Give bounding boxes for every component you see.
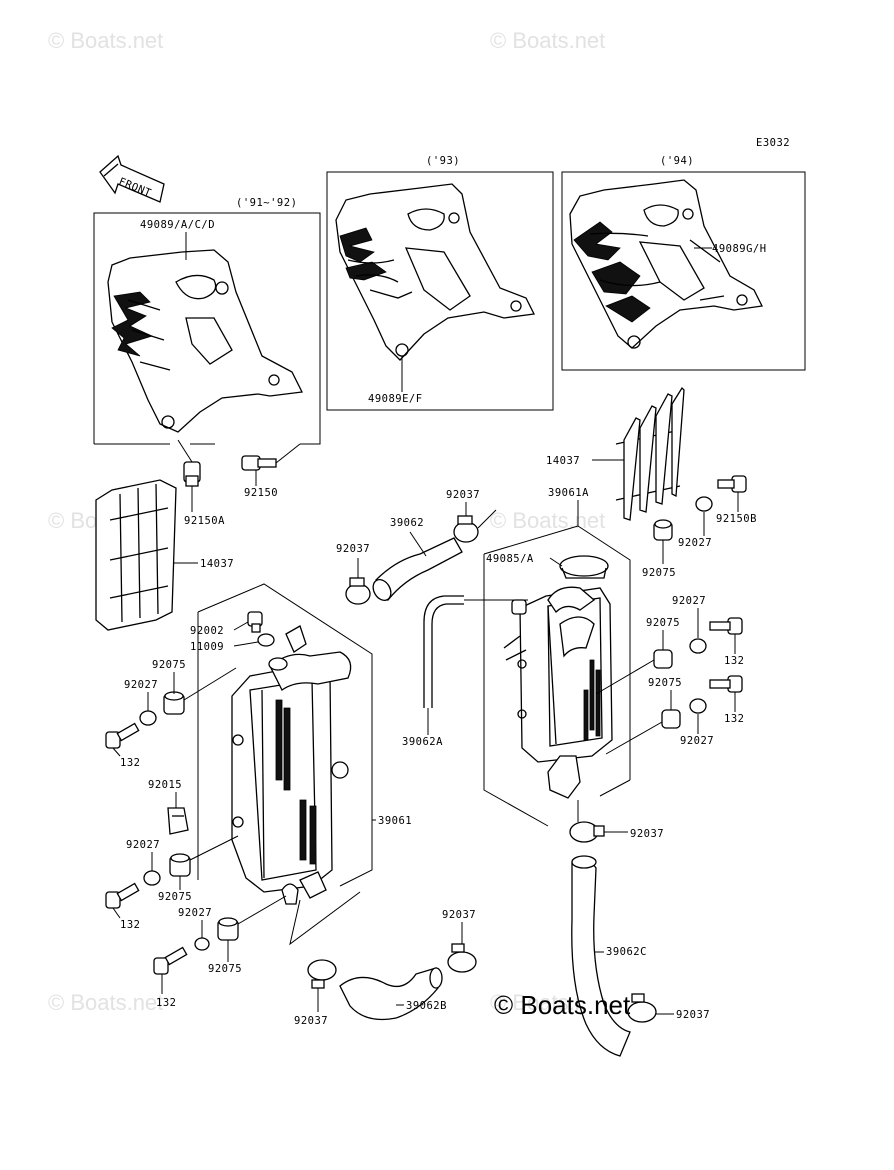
label-92150b: 92150B bbox=[716, 513, 757, 525]
watermark: © Boats.net bbox=[490, 28, 605, 53]
clamp-92037-mid: 92037 bbox=[569, 800, 664, 843]
label-92027-l2: 92027 bbox=[126, 839, 160, 851]
grommet-92075-r3: 92075 bbox=[605, 677, 682, 755]
label-132-l2: 132 bbox=[120, 919, 140, 931]
grommet-92075-l2: 92075 bbox=[158, 835, 239, 903]
radiator-assembly-39061: 39061 bbox=[197, 583, 412, 946]
label-132-r2: 132 bbox=[724, 713, 744, 725]
label-92150a: 92150A bbox=[184, 515, 225, 527]
label-92075-r3: 92075 bbox=[648, 677, 682, 689]
label-11009: 11009 bbox=[190, 641, 224, 653]
label-92027-r2: 92027 bbox=[672, 595, 706, 607]
bolt-92002: 92002 bbox=[190, 611, 263, 637]
label-92075-l1: 92075 bbox=[152, 659, 186, 671]
washer-92027-r1: 92027 bbox=[678, 496, 713, 549]
label-132-r1: 132 bbox=[724, 655, 744, 667]
grommet-92075-l3: 92075 bbox=[208, 895, 287, 975]
label-39061a: 39061A bbox=[548, 487, 589, 499]
bolt-92150: 92150 bbox=[241, 443, 301, 499]
label-92037-top: 92037 bbox=[446, 489, 480, 501]
diagram-code: E3032 bbox=[756, 137, 790, 149]
label-92075-l2: 92075 bbox=[158, 891, 192, 903]
label-92075-l3: 92075 bbox=[208, 963, 242, 975]
radiator-assembly-39061a: 39061A 49085/A bbox=[483, 487, 631, 827]
washer-92027-l1: 92027 bbox=[124, 679, 158, 726]
shroud-box-94: ('94) 49089G/H bbox=[561, 155, 806, 371]
label-39062a: 39062A bbox=[402, 736, 443, 748]
label-92037-bl: 92037 bbox=[294, 1015, 328, 1027]
box2-year-label: ('93) bbox=[426, 155, 460, 167]
bolt-132-r1: 132 bbox=[709, 617, 744, 667]
label-39062b: 39062B bbox=[406, 1000, 447, 1012]
washer-92027-r3: 92027 bbox=[680, 698, 714, 747]
shroud-box-91-92: ('91~'92) 49089/A/C/D bbox=[93, 197, 321, 445]
front-arrow: FRONT bbox=[99, 154, 165, 203]
clamp-92037-left: 92037 bbox=[336, 543, 371, 605]
label-92037-left: 92037 bbox=[336, 543, 370, 555]
watermark: © Boats.net bbox=[48, 990, 163, 1015]
grommet-92075-r2: 92075 bbox=[595, 617, 680, 695]
label-92027-r3: 92027 bbox=[680, 735, 714, 747]
hose-39062b: 39062B bbox=[339, 967, 447, 1021]
bolt-132-l2: 132 bbox=[105, 882, 140, 931]
label-92075-r2: 92075 bbox=[646, 617, 680, 629]
label-92027-l1: 92027 bbox=[124, 679, 158, 691]
bolt-132-l3: 132 bbox=[153, 946, 188, 1009]
box3-year-label: ('94) bbox=[660, 155, 694, 167]
label-14037-right: 14037 bbox=[546, 455, 580, 467]
label-92037-br: 92037 bbox=[676, 1009, 710, 1021]
label-49089acd: 49089/A/C/D bbox=[140, 219, 215, 231]
clamp-92037-top: 92037 bbox=[446, 489, 497, 543]
label-132-l3: 132 bbox=[156, 997, 176, 1009]
label-92037-mid: 92037 bbox=[630, 828, 664, 840]
clamp-92037-bc: 92037 bbox=[442, 909, 477, 973]
watermark: © Boats.net bbox=[490, 508, 605, 533]
label-92027-l3: 92027 bbox=[178, 907, 212, 919]
label-132-l1: 132 bbox=[120, 757, 140, 769]
washer-92027-l3: 92027 bbox=[178, 907, 212, 951]
clamp-92037-br: 92037 bbox=[627, 993, 710, 1023]
washer-92027-r2: 92027 bbox=[672, 595, 707, 654]
label-49085a: 49085/A bbox=[486, 553, 534, 565]
box1-year-label: ('91~'92) bbox=[236, 197, 297, 209]
shroud-box-93: ('93) 49089E/F bbox=[326, 155, 554, 411]
hose-39062: 39062 bbox=[372, 517, 463, 602]
label-92150: 92150 bbox=[244, 487, 278, 499]
bolt-92150a: 92150A bbox=[177, 439, 225, 527]
label-49089gh: 49089G/H bbox=[712, 243, 767, 255]
overflow-tube-39062a: 39062A bbox=[402, 595, 528, 748]
label-39062c: 39062C bbox=[606, 946, 647, 958]
grommet-92075-l1: 92075 bbox=[152, 659, 237, 715]
radiator-guard-right: 14037 bbox=[546, 386, 685, 521]
washer-92027-l2: 92027 bbox=[126, 839, 161, 886]
label-92002: 92002 bbox=[190, 625, 224, 637]
hose-39062c: 39062C bbox=[571, 855, 647, 1057]
boats-net-watermark: © Boats.net bbox=[494, 990, 631, 1020]
label-92027-r1: 92027 bbox=[678, 537, 712, 549]
label-92075-r1: 92075 bbox=[642, 567, 676, 579]
label-92015: 92015 bbox=[148, 779, 182, 791]
label-14037-left: 14037 bbox=[200, 558, 234, 570]
bolt-92150b: 92150B bbox=[716, 475, 757, 525]
label-49089ef: 49089E/F bbox=[368, 393, 423, 405]
grommet-92075-r1: 92075 bbox=[642, 519, 676, 579]
clip-92015: 92015 bbox=[148, 779, 189, 835]
bolt-132-r2: 132 bbox=[709, 675, 744, 725]
clamp-92037-bl: 92037 bbox=[294, 959, 337, 1027]
washer-11009: 11009 bbox=[190, 633, 275, 653]
label-39062: 39062 bbox=[390, 517, 424, 529]
label-39061: 39061 bbox=[378, 815, 412, 827]
watermark: © Boats.net bbox=[48, 28, 163, 53]
label-92037-bc: 92037 bbox=[442, 909, 476, 921]
radiator-guard-left: 14037 bbox=[95, 479, 234, 631]
bolt-132-l1: 132 bbox=[105, 722, 140, 769]
